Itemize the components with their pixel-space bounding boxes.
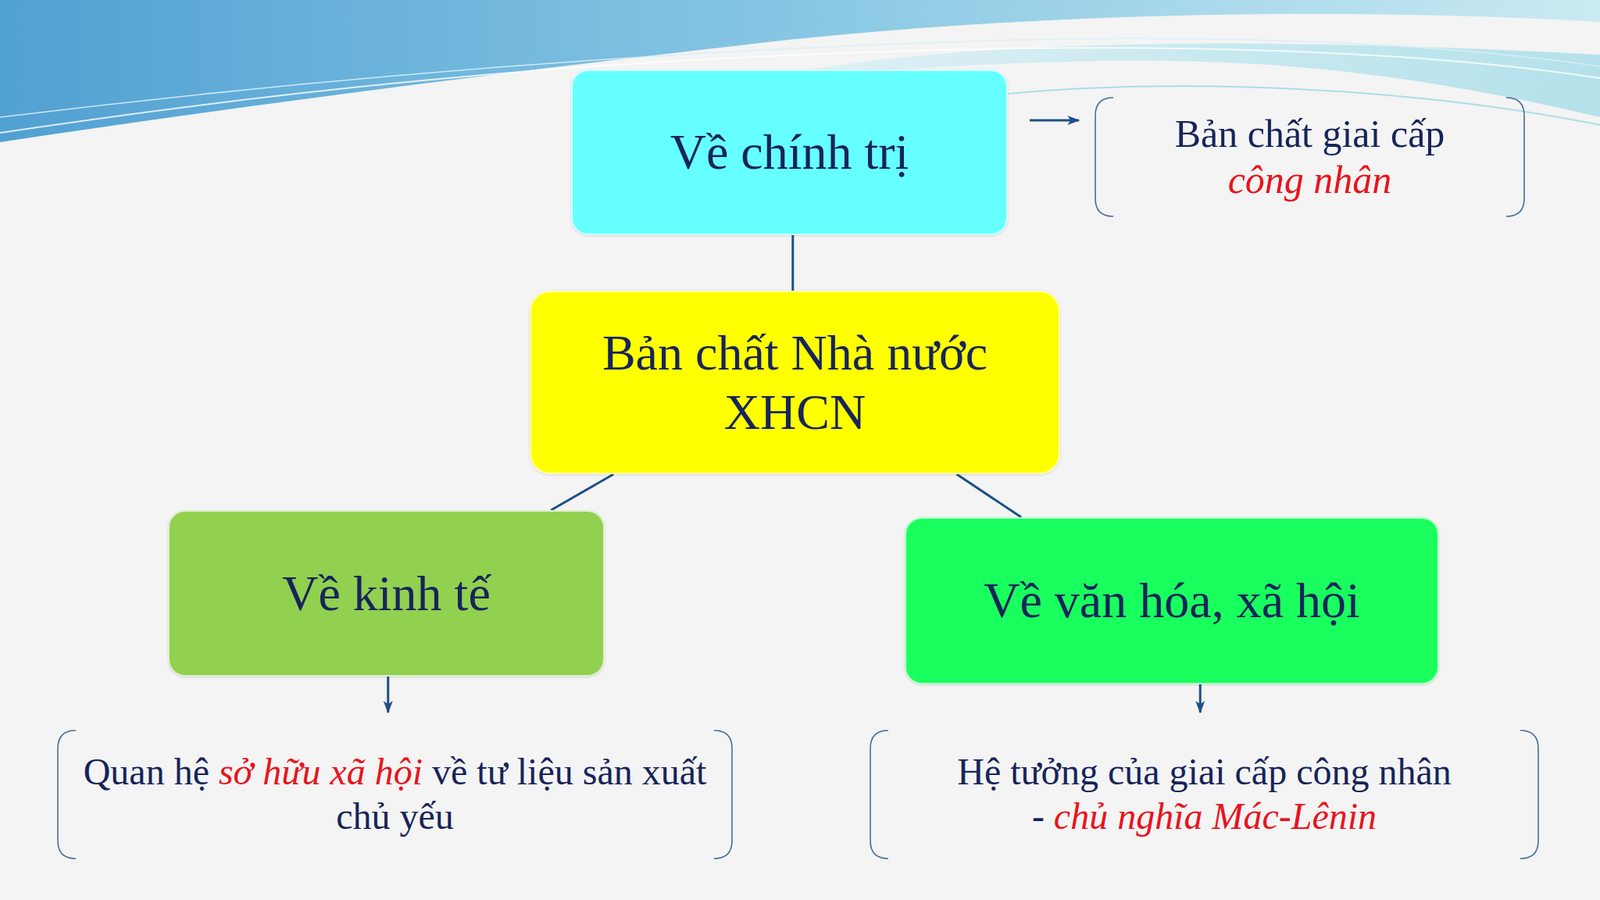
connector-arrow — [1199, 684, 1202, 713]
node-text: Quan hệ sở hữu xã hội về tư liệu sản xuấ… — [80, 750, 710, 839]
label-text: Bản chất Nhà nước XHCN — [602, 325, 988, 440]
label-text: Về văn hóa, xã hội — [983, 572, 1361, 629]
bracket-note: Quan hệ sở hữu xã hội về tư liệu sản xuấ… — [57, 729, 733, 860]
connector-line — [550, 474, 614, 511]
left-bracket — [57, 730, 76, 859]
connector-arrow — [1029, 119, 1079, 122]
node-text: Về kinh tế — [282, 564, 491, 624]
emphasis-text: công nhân — [1228, 157, 1393, 202]
category-box: Về văn hóa, xã hội — [904, 517, 1440, 685]
right-bracket — [714, 730, 733, 859]
node-text: Về văn hóa, xã hội — [983, 571, 1361, 631]
node-text: Bản chất giai cấpcông nhân — [1175, 110, 1446, 204]
node-text: Hệ tưởng của giai cấp công nhân- chủ ngh… — [957, 750, 1452, 839]
bracket-note: Bản chất giai cấpcông nhân — [1094, 96, 1525, 218]
category-box: Bản chất Nhà nước XHCN — [529, 290, 1061, 475]
label-text: Hệ tưởng của giai cấp công nhân — [957, 750, 1452, 793]
label-text: Về kinh tế — [282, 565, 491, 622]
connector-arrow — [386, 676, 390, 713]
left-bracket — [1095, 97, 1114, 217]
right-bracket — [1520, 730, 1539, 859]
node-text: Về chính trị — [670, 122, 910, 183]
category-box: Về kinh tế — [167, 510, 605, 677]
label-text: - — [1032, 795, 1045, 837]
left-bracket — [870, 730, 889, 859]
bracket-outline — [57, 729, 733, 860]
bracket-note: Hệ tưởng của giai cấp công nhân- chủ ngh… — [869, 729, 1540, 860]
label-text: Bản chất giai cấp — [1175, 111, 1446, 156]
label-text: Về chính trị — [670, 124, 910, 180]
emphasis-text: sở hữu xã hội — [218, 750, 423, 793]
emphasis-text: chủ nghĩa Mác-Lênin — [1053, 795, 1377, 837]
right-bracket — [1506, 97, 1525, 217]
bracket-outline — [869, 729, 1540, 860]
category-box: Về chính trị — [571, 69, 1008, 236]
label-text: Quan hệ — [83, 750, 210, 793]
node-text: Bản chất Nhà nước XHCN — [550, 323, 1040, 442]
connector-line — [791, 235, 794, 291]
connector-line — [957, 474, 1022, 518]
